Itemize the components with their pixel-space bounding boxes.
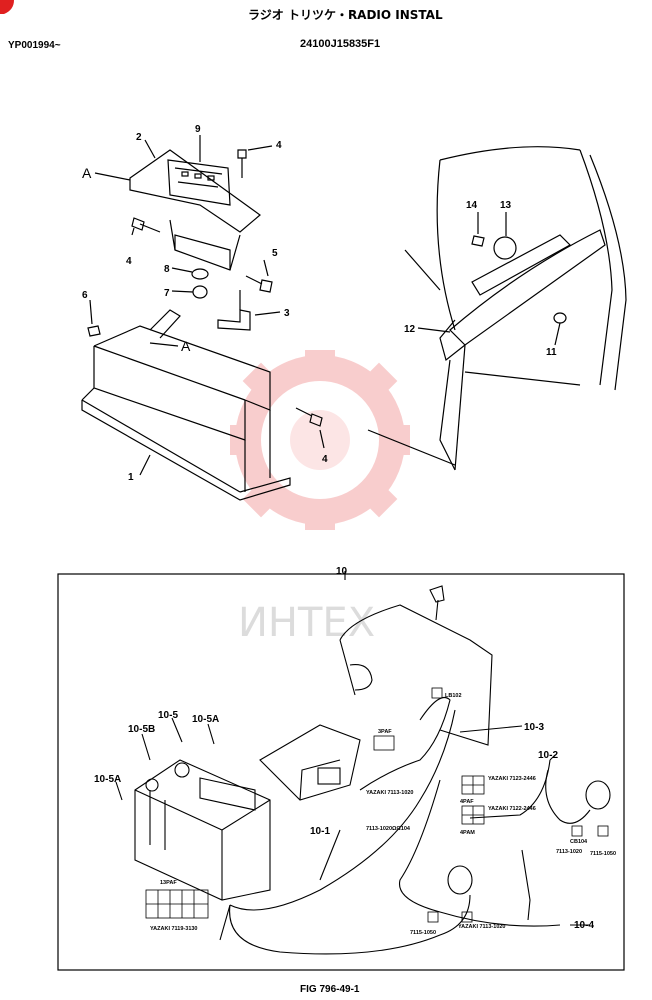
callout-10-5a-left: 10-5A <box>94 774 121 785</box>
label-3paf: 3PAF <box>378 729 392 735</box>
callout-4a: 4 <box>276 140 282 151</box>
callout-13: 13 <box>500 200 512 211</box>
label-4paf: 4PAF <box>460 799 474 805</box>
label-cb104: CB104 <box>570 839 588 845</box>
page-title: ラジオ トリツケ・RADIO INSTAL <box>248 8 443 22</box>
callout-10-2: 10-2 <box>538 750 558 761</box>
label-4paf-part: YAZAKI 7123-2446 <box>488 776 536 782</box>
figure-reference: FIG 796-49-1 <box>300 984 360 995</box>
lower-callouts: 10 10-1 10-2 10-3 10-4 10-5 10-5A 10-5A … <box>94 566 594 931</box>
serial-range: YP001994~ <box>8 40 61 51</box>
harness-drawing <box>115 571 611 955</box>
callout-10: 10 <box>336 566 348 577</box>
radio-bracket-drawing <box>81 135 325 501</box>
callout-8: 8 <box>164 264 170 275</box>
watermark-text: ИНТЕХ <box>238 600 375 646</box>
connector-labels: 13PAF YAZAKI 7119-3130 3PAF YAZAKI 7113-… <box>150 693 616 936</box>
label-spk-left2: YAZAKI 7113-1020 <box>458 924 506 930</box>
view-marker-a-2: A <box>181 338 191 354</box>
callout-1: 1 <box>128 472 134 483</box>
cab-speaker-drawing <box>367 146 627 471</box>
label-spk-right2: 7115-1050 <box>590 851 616 857</box>
callout-2: 2 <box>136 132 142 143</box>
view-marker-a: A <box>82 165 92 181</box>
harness-detail-frame <box>57 573 625 971</box>
callout-10-5: 10-5 <box>158 710 178 721</box>
callout-10-5a-top: 10-5A <box>192 714 219 725</box>
callout-9: 9 <box>195 124 201 135</box>
label-spk-right: 7113-1020 <box>556 849 582 855</box>
callout-7: 7 <box>164 288 170 299</box>
label-4pam-part: YAZAKI 7122-2446 <box>488 806 536 812</box>
callout-10-5b: 10-5B <box>128 724 155 735</box>
callout-5: 5 <box>272 248 278 259</box>
callout-4c: 4 <box>322 454 328 465</box>
upper-callouts: 1 2 3 4 4 4 5 6 7 8 9 11 12 13 14 <box>82 124 557 483</box>
callout-4b: 4 <box>126 256 132 267</box>
callout-3: 3 <box>284 308 290 319</box>
label-spk-left: 7115-1050 <box>410 930 436 936</box>
connector-blocks <box>145 687 609 923</box>
callout-10-1: 10-1 <box>310 826 330 837</box>
callout-12: 12 <box>404 324 416 335</box>
label-4pam: 4PAM <box>460 830 475 836</box>
part-number: 24100J15835F1 <box>300 38 381 50</box>
watermark-gear-icon <box>230 350 410 530</box>
callout-11: 11 <box>546 347 557 358</box>
callout-10-3: 10-3 <box>524 722 544 733</box>
label-13paf: 13PAF <box>160 880 177 886</box>
callout-6: 6 <box>82 290 88 301</box>
label-3paf-part2: 7113-1020ΩΩ104 <box>366 826 411 832</box>
callout-10-4: 10-4 <box>574 920 594 931</box>
connector-3paf-icon <box>373 735 395 751</box>
corner-mark-icon <box>0 0 14 14</box>
label-lb102: LB102 <box>445 693 462 699</box>
label-13paf-part: YAZAKI 7119-3130 <box>150 926 198 932</box>
label-3paf-part: YAZAKI 7113-1020 <box>366 790 414 796</box>
callout-14: 14 <box>466 200 478 211</box>
